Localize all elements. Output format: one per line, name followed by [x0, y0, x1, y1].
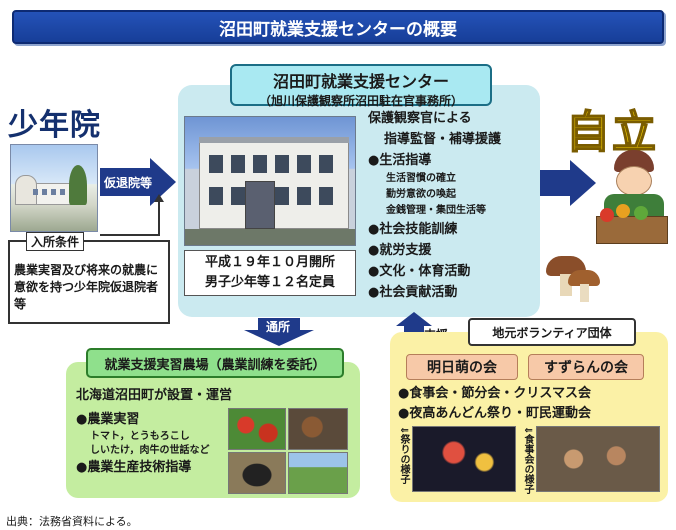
farm-title: 就業支援実習農場（農業訓練を委託）: [86, 348, 344, 378]
photo-caption-festival: ⇓祭りの様子: [398, 426, 409, 485]
center-building-photo: [184, 116, 356, 246]
service-social-skills: ●社会技能訓練: [368, 222, 458, 237]
farmer-illustration: [596, 150, 670, 260]
admission-conditions-box: [8, 240, 170, 324]
farm-practice: ●農業実習: [76, 412, 140, 427]
center-title-box: 沼田町就業支援センター （旭川保護観察所沼田駐在官事務所）: [230, 64, 492, 108]
center-opened-box: 平成１９年１０月開所 男子少年等１２名定員: [184, 250, 356, 296]
farm-practice-sub-1: トマト，とうもろこし: [90, 431, 190, 442]
arrow-support-head: [396, 312, 432, 326]
service-life-guidance: ●生活指導: [368, 153, 432, 168]
volunteer-group-2: すずらんの会: [528, 354, 644, 380]
festival-photo: [412, 426, 516, 492]
volunteer-activity-1: ●食事会・節分会・クリスマス会: [398, 386, 591, 401]
volunteer-activity-2: ●夜高あんどん祭り・町民運動会: [398, 406, 591, 421]
center-title: 沼田町就業支援センター: [272, 72, 449, 91]
farm-photo-tomatoes: [228, 408, 286, 450]
service-supervision: 指導監督・補導援護: [384, 132, 502, 147]
farm-guidance: ●農業生産技術指導: [76, 460, 192, 475]
farm-photo-cattle: [228, 452, 286, 494]
photo-caption-dinner: ⇓食事会の様子: [522, 426, 533, 495]
arrow-to-farm: [258, 318, 300, 332]
juvenile-school-title: 少年院: [8, 108, 101, 143]
opened-line-2: 男子少年等１２名定員: [204, 275, 335, 290]
mushroom-illustration: [542, 256, 602, 306]
arrow-to-center: [100, 168, 152, 196]
service-culture-sports: ●文化・体育活動: [368, 264, 471, 279]
source-note: 出典：法務省資料による。: [6, 515, 138, 528]
volunteer-title: 地元ボランティア団体: [468, 318, 636, 346]
arrow-to-independence: [540, 170, 572, 196]
connector-line: [100, 234, 160, 236]
farm-text: 北海道沼田町が設置・運営 ●農業実習 トマト，とうもろこし しいたけ，肉牛の世話…: [76, 386, 233, 478]
page-title: 沼田町就業支援センターの概要: [12, 10, 664, 44]
opened-line-1: 平成１９年１０月開所: [204, 255, 335, 270]
service-social-contribution: ●社会貢献活動: [368, 285, 458, 300]
service-life-sub-3: 金銭管理・集団生活等: [386, 205, 486, 216]
arrow-to-farm-head: [244, 330, 314, 346]
admission-conditions-label: 入所条件: [26, 232, 85, 251]
service-probation-intro: 保護観察官による: [368, 111, 472, 126]
farm-practice-sub-2: しいたけ，肉牛の世話など: [90, 445, 210, 456]
juvenile-school-photo: [10, 144, 98, 232]
service-life-sub-1: 生活習慣の確立: [386, 173, 456, 184]
volunteer-group-1: 明日萌の会: [406, 354, 518, 380]
dinner-photo: [536, 426, 660, 492]
arrow-label-parole: 仮退院等: [104, 176, 153, 190]
admission-conditions-text: 農業実習及び将来の就農に意欲を持つ少年院仮退院者等: [14, 263, 159, 311]
connector-arrowhead: [154, 194, 164, 202]
farm-photo-mushrooms: [288, 408, 348, 450]
service-employment: ●就労支援: [368, 243, 432, 258]
farm-photo-field: [288, 452, 348, 494]
farm-established: 北海道沼田町が設置・運営: [76, 388, 233, 403]
connector-line-vertical: [158, 198, 160, 236]
service-life-sub-2: 勤労意欲の喚起: [386, 189, 456, 200]
volunteer-activities: ●食事会・節分会・クリスマス会 ●夜高あんどん祭り・町民運動会: [398, 384, 591, 424]
services-list: 保護観察官による 指導監督・補導援護 ●生活指導 生活習慣の確立 勤労意欲の喚起…: [368, 108, 538, 303]
arrow-label-commute: 通所: [266, 320, 291, 334]
arrow-to-independence-head: [570, 160, 596, 206]
center-subtitle: （旭川保護観察所沼田駐在官事務所）: [258, 94, 463, 108]
